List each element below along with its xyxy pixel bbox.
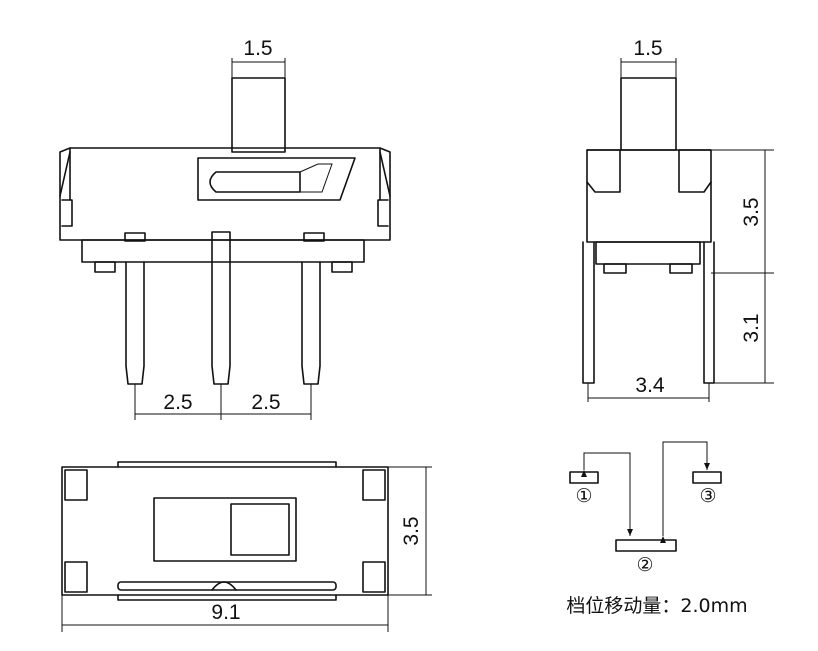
position-pad-3 bbox=[692, 471, 722, 484]
side-base bbox=[595, 241, 701, 265]
dim-top-body-width: 3.5 bbox=[400, 516, 423, 545]
side-foot-right bbox=[669, 263, 693, 274]
top-body bbox=[61, 466, 389, 596]
dim-side-actuator-width: 1.5 bbox=[633, 37, 662, 60]
dim-side-pin-length: 3.1 bbox=[740, 313, 763, 342]
front-body-edges bbox=[69, 147, 381, 201]
front-slider-lever bbox=[299, 163, 333, 193]
side-actuator bbox=[620, 77, 677, 151]
travel-note: 档位移动量：2.0mm bbox=[566, 595, 747, 617]
front-slider-window bbox=[197, 157, 356, 201]
front-body bbox=[59, 147, 391, 241]
position-diagram: ① ③ ② 档位移动量：2.0mm bbox=[566, 441, 748, 617]
front-body-notches bbox=[61, 199, 389, 227]
side-pin-right bbox=[703, 241, 715, 384]
front-base-tab-right bbox=[303, 232, 325, 242]
top-corner-bl bbox=[64, 561, 88, 593]
top-corner-tr bbox=[362, 469, 386, 501]
front-actuator bbox=[231, 77, 286, 153]
dim-front-actuator-width: 1.5 bbox=[243, 37, 272, 60]
dim-side-pin-span: 3.4 bbox=[635, 374, 665, 397]
travel-arrow-right bbox=[660, 441, 710, 543]
side-view: 1.5 3.5 3.1 3.4 bbox=[582, 37, 774, 402]
front-pin-1 bbox=[125, 261, 145, 385]
front-base bbox=[81, 239, 365, 263]
dim-front-pitch-right: 2.5 bbox=[251, 391, 280, 414]
front-pin-2 bbox=[211, 231, 231, 385]
side-pin-left bbox=[582, 241, 595, 384]
top-slider-window bbox=[153, 497, 297, 562]
top-rail-lower bbox=[117, 594, 337, 601]
travel-arrow-left bbox=[581, 452, 633, 536]
side-body bbox=[586, 149, 712, 243]
dim-front-pitch-left: 2.5 bbox=[163, 391, 192, 414]
front-view: 1.5 2.5 2.5 bbox=[59, 37, 391, 420]
front-pin-3 bbox=[301, 261, 321, 385]
top-rail-notch bbox=[211, 581, 237, 591]
dim-top-body-length: 9.1 bbox=[211, 601, 240, 624]
position-pad-1 bbox=[569, 471, 599, 484]
front-foot-right bbox=[331, 261, 353, 273]
side-body-shoulders bbox=[586, 149, 712, 193]
top-view: 9.1 3.5 bbox=[61, 461, 432, 632]
side-foot-left bbox=[603, 263, 627, 274]
top-rail-upper bbox=[117, 461, 337, 468]
top-slider-knob bbox=[230, 503, 290, 556]
front-body-chamfers bbox=[59, 151, 391, 197]
top-corner-tl bbox=[64, 469, 88, 501]
front-foot-left bbox=[94, 261, 116, 273]
front-base-tab-left bbox=[124, 232, 146, 242]
top-corner-br bbox=[362, 561, 386, 593]
position-label-3: ③ bbox=[699, 485, 716, 507]
position-label-1: ① bbox=[575, 485, 592, 507]
front-slider-slot bbox=[209, 171, 301, 193]
dim-side-body-height: 3.5 bbox=[740, 197, 763, 226]
position-label-2: ② bbox=[636, 554, 653, 576]
position-pad-2 bbox=[615, 539, 677, 552]
